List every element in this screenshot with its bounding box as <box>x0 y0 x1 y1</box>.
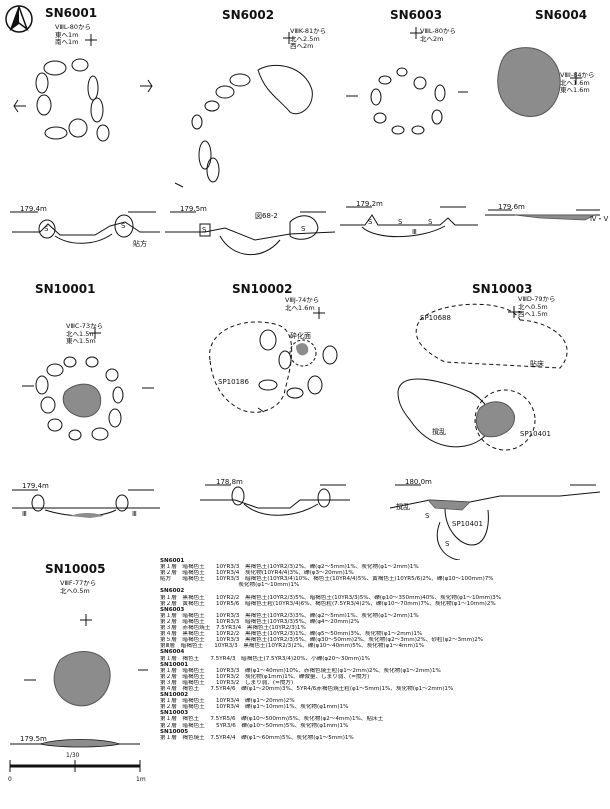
layer-label: Ⅲ <box>412 228 417 236</box>
section-elev-sn6001: 179.4m <box>20 205 47 213</box>
legend-row: 第１層 褐色土 7.5YR5/6 礫(φ10～500mm)5%、炭化物(φ2～4… <box>160 716 384 723</box>
legend-row: 第Ⅲ層 暗褐色土 10YR3/3 黒褐色土(10YR2/3)2%、礫(φ10～4… <box>160 643 425 650</box>
section-elev-sn10003: 180.0m <box>405 478 432 486</box>
grid-ref-sn10002: VⅢJ-74から 北へ1.6m <box>285 296 320 312</box>
sub-feature-label: SP10186 <box>218 378 249 386</box>
stone-label: S <box>121 222 126 230</box>
section-elev-sn6002: 179.5m <box>180 205 207 213</box>
scale-start: 0 <box>8 776 12 783</box>
legend-row: 第１層 黒褐色土 10YR2/2 黒褐色土(10YR2/3)5%、暗褐色土(10… <box>160 594 502 601</box>
legend-row: 第５層 暗褐色土 10YR3/3 黒褐色土(10YR2/3)5%、礫(φ30～5… <box>160 637 484 644</box>
disturbance-label: 撹乱 <box>432 428 446 436</box>
scale-ratio: 1/30 <box>66 752 80 759</box>
harikata-label: 貼方 <box>133 240 147 248</box>
grid-ref-sn6001: VⅢL-80から 東へ1m 南へ1m <box>55 23 92 46</box>
legend-heading: SN6003 <box>160 606 185 613</box>
legend-row: 第１層 暗褐色土 10YR3/3 黒褐色土(10YR2/3)3%、礫(φ2～5m… <box>160 612 419 619</box>
layer-label-sn6004: Ⅳ・Ⅴ <box>590 215 609 223</box>
stone-label: S <box>44 225 49 233</box>
legend-heading: SN10001 <box>160 661 189 668</box>
legend-row: 第２層 暗褐色土 10YR3/3 暗褐色土(10YR3/3)5%、礫(φ4～20… <box>160 618 360 625</box>
legend-row: 炭化物(φ1～10mm)1% <box>160 582 300 589</box>
floor-label: 貼床 <box>530 360 544 368</box>
stone-label: S <box>425 512 430 520</box>
legend-row: 第４層 黒褐色土 10YR2/2 黒褐色土(10YR2/3)1%、礫(φ5～50… <box>160 631 423 638</box>
stone-label: S <box>428 218 433 226</box>
feature-title-sn10003: SN10003 <box>472 282 533 296</box>
layer-label: Ⅲ <box>132 510 137 518</box>
burn-label: 砕化面 <box>290 332 311 340</box>
grid-ref-sn6004: VⅢI-84から 北へ1.6m 東へ1.6m <box>560 71 595 94</box>
figure-note-sn6002: 図68-2 <box>255 212 278 220</box>
legend-row: 第３層 暗褐色土 10YR3/2 しまり弱、(=撹方) <box>160 679 294 686</box>
grid-ref-sn6003: VⅢL-80から 北へ2m <box>420 27 457 43</box>
scale-end: 1m <box>136 776 146 783</box>
grid-ref-sn6002: VⅢK-81から 北へ2.5m 西へ2m <box>290 27 327 50</box>
legend-row: 第３層 赤褐色焼土 7.5YR3/4 黒褐色土(10YR2/3)1% <box>160 625 306 632</box>
feature-title-sn6003: SN6003 <box>390 8 443 22</box>
excavation-drawings <box>10 27 601 560</box>
legend-row: 第１層 暗褐色土 10YR3/3 黒褐色土(10YR2/3)2%、礫(φ2～5m… <box>160 564 419 571</box>
stone-label: S <box>202 226 207 234</box>
stone-label: S <box>301 225 306 233</box>
section-elev-sn10005: 179.5m <box>20 735 47 743</box>
feature-title-sn6002: SN6002 <box>222 8 275 22</box>
legend-heading: SN6002 <box>160 588 185 595</box>
sub-feature-label: SP10401 <box>452 520 483 528</box>
legend-row: 第１層 褐色土 7.5YR4/3 暗褐色土(7.5YR3/4)20%、小礫(φ2… <box>160 655 370 662</box>
north-arrow-icon <box>5 4 33 33</box>
legend-heading: SN6001 <box>160 558 185 564</box>
legend-row: 第１層 暗褐色土 10YR3/4 礫(φ1～20mm)2% <box>160 698 295 705</box>
legend-row: 貼方 暗褐色土 10YR3/3 暗褐色土(10YR3/4)10%、褐色土(10Y… <box>160 576 494 583</box>
legend-heading: SN10005 <box>160 728 189 735</box>
sn10005-drawing <box>9 614 148 772</box>
legend-row: 第２層 暗褐色土 10YR3/2 炭化物(φ1mm)1%、礫微量、しまり弱、(=… <box>160 673 370 680</box>
stone-label: S <box>445 540 450 548</box>
feature-title-sn10005: SN10005 <box>45 562 106 576</box>
sub-feature-label: SP10401 <box>520 430 551 438</box>
disturbance-label: 撹乱 <box>396 503 410 511</box>
sub-feature-label: SP10688 <box>420 314 451 322</box>
section-elev-sn6004: 179.6m <box>498 203 525 211</box>
grid-ref-sn10005: VⅢF-77から 北へ0.5m <box>60 579 97 595</box>
legend-row: 第２層 暗褐色土 10YR3/4 炭化物(10YR4/4)3%、礫(φ3～20m… <box>160 570 354 577</box>
legend-row: 第２層 暗褐色土 10YR3/4 礫(φ1～10mm)1%、炭化物(φ1mm)1… <box>160 704 349 711</box>
grid-ref-sn10003: VⅢD-79から 北へ0.5m 西へ1.5m <box>518 295 556 318</box>
feature-title-sn6001: SN6001 <box>45 6 98 20</box>
feature-title-sn10001: SN10001 <box>35 282 96 296</box>
legend-row: 第１層 暗褐色土 10YR3/3 礫(φ1～40mm)10%、赤褐色焼土粒(φ1… <box>160 667 441 674</box>
legend-row: 第４層 褐色土 7.5YR4/6 礫(φ1～20mm)3%、5YR4/6赤褐色焼… <box>160 685 454 692</box>
feature-title-sn6004: SN6004 <box>535 8 588 22</box>
feature-title-sn10002: SN10002 <box>232 282 293 296</box>
layer-label: Ⅲ <box>22 510 27 518</box>
grid-ref-sn10001: VⅢC-73から 北へ1.5m 東へ1.5m <box>66 322 104 345</box>
stone-label: S <box>398 218 403 226</box>
legend-heading: SN10003 <box>160 710 189 717</box>
legend-row: 第１層 褐色焼土 7.5YR4/4 礫(φ1～60mm)5%、炭化物(φ1～5m… <box>160 734 354 741</box>
section-elev-sn10002: 178.8m <box>216 478 243 486</box>
section-elev-sn6003: 179.2m <box>356 200 383 208</box>
legend-row: 第２層 黄褐色土 10YR5/6 暗褐色土粒(10YR3/4)6%、褐色粒(7.… <box>160 600 496 607</box>
legend-heading: SN10002 <box>160 692 189 699</box>
stone-label: S <box>368 218 373 226</box>
legend-row: 第２層 暗褐色土 5YR3/6 礫(φ10～50mm)5%、炭化物(φ1mm)1… <box>160 722 349 729</box>
section-elev-sn10001: 179.4m <box>22 482 49 490</box>
legend-heading: SN6004 <box>160 649 185 656</box>
